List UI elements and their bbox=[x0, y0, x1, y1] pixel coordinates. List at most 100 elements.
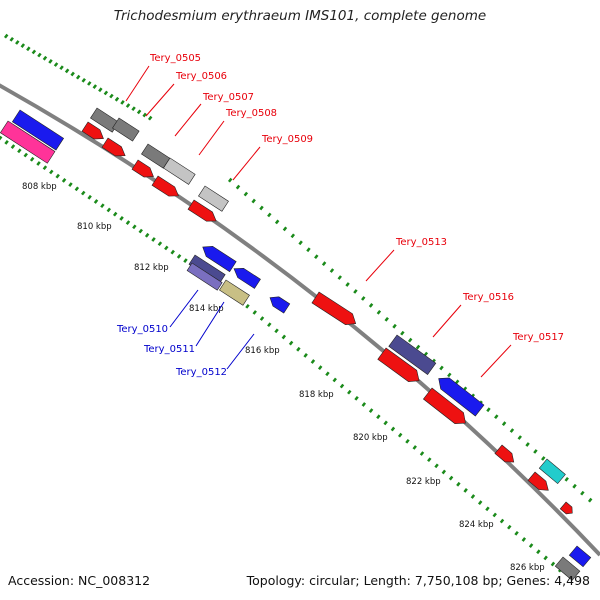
outer-tick bbox=[59, 65, 64, 71]
outer-tick bbox=[64, 68, 70, 74]
inner-tick bbox=[434, 463, 439, 469]
outer-tick bbox=[337, 275, 342, 280]
inner-tick bbox=[376, 414, 381, 420]
scale-label: 808 kbp bbox=[22, 182, 57, 192]
inner-tick bbox=[514, 530, 519, 536]
inner-tick bbox=[521, 537, 527, 542]
inner-tick bbox=[397, 432, 403, 438]
gene-label: Tery_0505 bbox=[149, 53, 201, 64]
outer-tick bbox=[415, 344, 421, 350]
inner-tick bbox=[390, 426, 396, 432]
gene-label: Tery_0510 bbox=[116, 324, 168, 335]
outer-tick bbox=[274, 219, 280, 225]
outer-tick bbox=[587, 497, 593, 503]
outer-tick bbox=[235, 184, 241, 190]
inner-tick bbox=[259, 316, 265, 321]
gene-label: Tery_0516 bbox=[462, 292, 514, 303]
gene-label: Tery_0511 bbox=[143, 344, 195, 355]
outer-tick bbox=[103, 90, 109, 96]
gene-labels: Tery_0505Tery_0506Tery_0507Tery_0508Tery… bbox=[116, 53, 564, 378]
inner-tick bbox=[112, 211, 118, 217]
inner-tick bbox=[347, 389, 352, 395]
inner-tick bbox=[125, 220, 131, 225]
inner-tick bbox=[36, 161, 41, 166]
outer-tick bbox=[447, 372, 452, 378]
outer-tick bbox=[131, 106, 136, 112]
scale-label: 818 kbp bbox=[299, 390, 334, 400]
outer-tick bbox=[227, 177, 233, 183]
outer-tick bbox=[564, 476, 569, 482]
outer-tick bbox=[368, 303, 374, 308]
label-leader-line bbox=[432, 304, 462, 338]
inner-tick bbox=[252, 310, 257, 315]
gene-box bbox=[112, 117, 140, 142]
scale-label: 814 kbp bbox=[189, 304, 224, 314]
outer-tick bbox=[306, 247, 311, 253]
inner-tick bbox=[441, 469, 447, 475]
inner-tick bbox=[303, 353, 308, 358]
gene-label: Tery_0513 bbox=[395, 237, 447, 248]
outer-tick bbox=[486, 407, 491, 413]
inner-tick bbox=[93, 199, 99, 204]
gene-arrow bbox=[494, 444, 515, 463]
inner-tick bbox=[183, 258, 188, 263]
inner-tick bbox=[267, 322, 272, 328]
inner-tick bbox=[470, 494, 476, 499]
inner-tick bbox=[144, 232, 150, 238]
gene-arrow bbox=[269, 296, 291, 314]
topology-text: Topology: circular; Length: 7,750,108 bp… bbox=[246, 573, 590, 588]
gene-arrow bbox=[422, 387, 466, 424]
inner-tick bbox=[456, 481, 461, 487]
gene-box bbox=[219, 279, 250, 306]
inner-tick bbox=[151, 237, 156, 242]
scale-label: 812 kbp bbox=[134, 263, 169, 273]
outer-tick bbox=[109, 93, 114, 99]
inner-tick bbox=[448, 475, 454, 481]
gene-box bbox=[198, 185, 229, 212]
inner-tick bbox=[81, 190, 86, 196]
inner-tick bbox=[485, 506, 490, 512]
outer-tick bbox=[114, 96, 120, 102]
scale-label: 822 kbp bbox=[406, 477, 441, 487]
outer-tick bbox=[267, 212, 272, 218]
gene-arrow bbox=[527, 471, 549, 491]
inner-tick bbox=[354, 395, 359, 401]
inner-tick bbox=[0, 135, 3, 141]
gene-arrow bbox=[233, 268, 261, 289]
inner-tick bbox=[132, 224, 137, 230]
gene-label: Tery_0509 bbox=[261, 134, 313, 145]
gene-label: Tery_0506 bbox=[175, 71, 227, 82]
outer-tick bbox=[53, 62, 59, 67]
inner-tick bbox=[477, 500, 483, 505]
gene-box bbox=[388, 334, 437, 375]
label-leader-line bbox=[169, 289, 199, 328]
outer-tick bbox=[87, 81, 92, 86]
inner-tick bbox=[492, 512, 497, 518]
inner-tick bbox=[176, 254, 182, 259]
inner-tick bbox=[536, 549, 541, 555]
outer-tick bbox=[75, 74, 81, 80]
inner-tick bbox=[10, 144, 16, 149]
gene-label: Tery_0508 bbox=[225, 108, 277, 119]
inner-tick bbox=[427, 457, 432, 463]
label-leader-line bbox=[174, 103, 202, 137]
label-leader-line bbox=[125, 65, 150, 102]
gene-features bbox=[0, 107, 592, 581]
outer-tick bbox=[42, 55, 48, 61]
inner-tick bbox=[528, 543, 534, 548]
gene-arrow bbox=[101, 137, 126, 157]
outer-tick bbox=[92, 84, 98, 89]
inner-tick bbox=[412, 445, 417, 450]
outer-tick bbox=[392, 323, 397, 329]
outer-tick bbox=[384, 316, 389, 322]
scale-label: 826 kbp bbox=[510, 563, 545, 573]
inner-tick bbox=[87, 194, 92, 200]
inner-tick bbox=[74, 186, 80, 192]
outer-tick bbox=[494, 414, 499, 420]
outer-tick bbox=[321, 261, 327, 266]
outer-tick bbox=[9, 36, 14, 42]
gene-box bbox=[538, 458, 566, 485]
inner-tick bbox=[368, 408, 374, 413]
